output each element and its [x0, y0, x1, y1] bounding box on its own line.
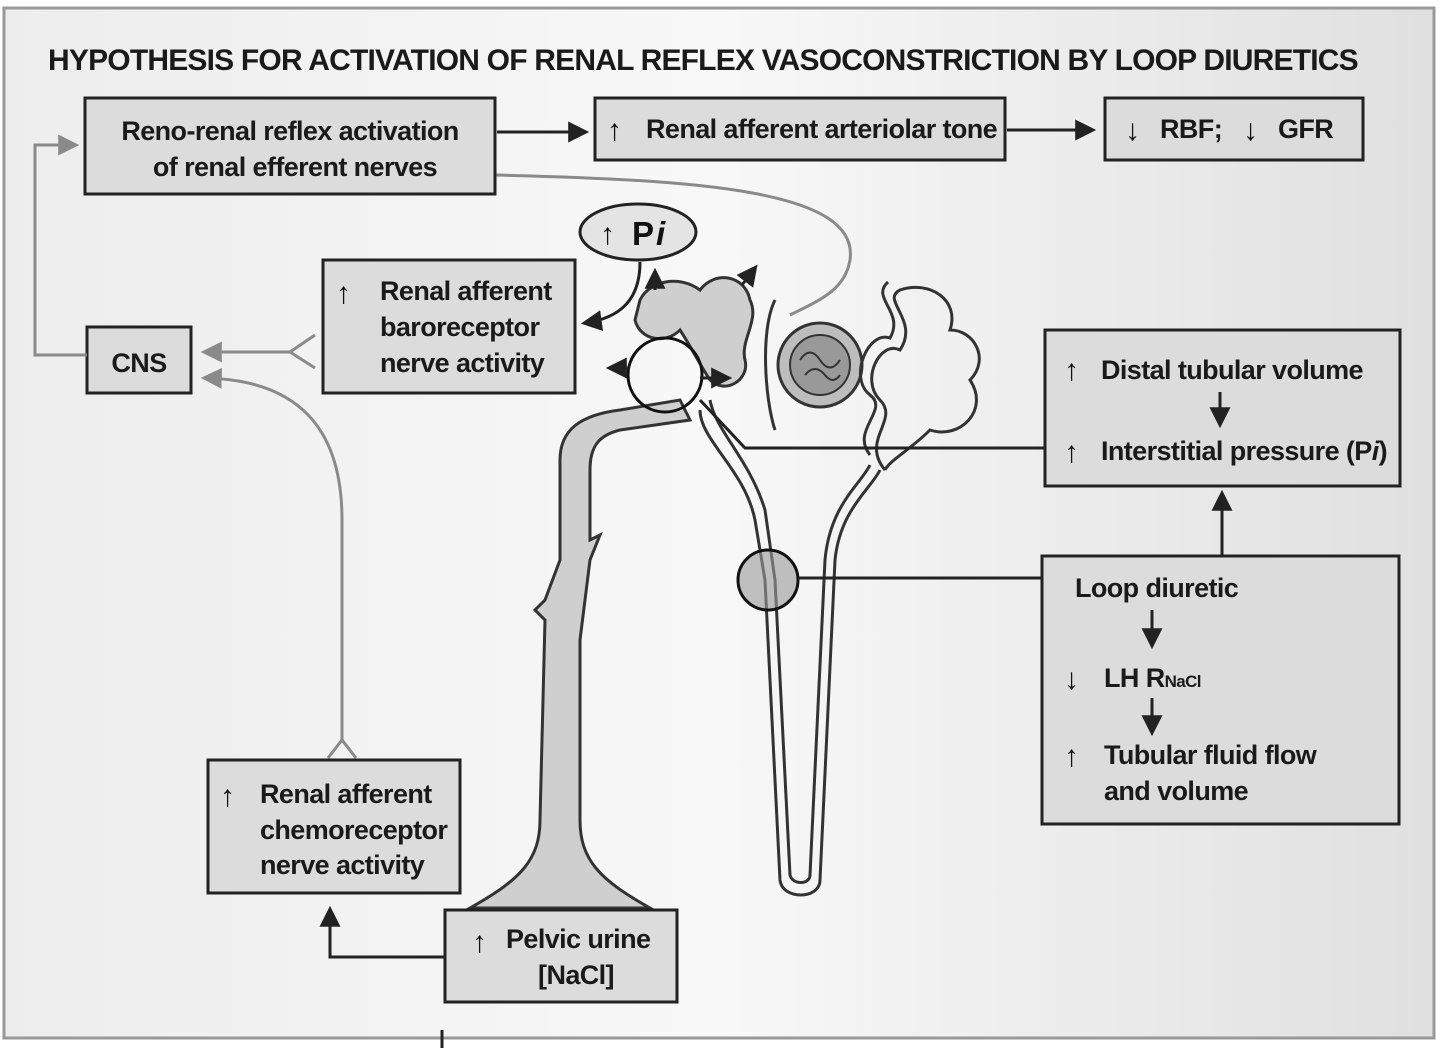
up-arrow-icon: ↑ — [607, 114, 622, 147]
down-arrow-icon: ↓ — [1064, 663, 1079, 696]
chemoreceptor-box: ↑ Renal afferent chemoreceptor nerve act… — [206, 758, 462, 895]
arteriolar-tone-box: ↑ Renal afferent arteriolar tone — [593, 96, 1007, 162]
gfr-text: GFR — [1278, 114, 1333, 144]
baroreceptor-line1: Renal afferent — [380, 276, 552, 306]
up-arrow-icon: ↑ — [1064, 436, 1079, 469]
reflex-line2: of renal efferent nerves — [153, 152, 437, 182]
chemoreceptor-line3: nerve activity — [260, 850, 425, 880]
diagram-title: HYPOTHESIS FOR ACTIVATION OF RENAL REFLE… — [48, 44, 1358, 77]
rbf-gfr-box: ↓ RBF; ↓ GFR — [1103, 96, 1365, 162]
pelvic-urine-box: ↑ Pelvic urine [NaCl] — [443, 908, 679, 1004]
pelvic-line1: Pelvic urine — [506, 924, 651, 954]
distal-pi-italic: i — [1372, 436, 1380, 466]
chemoreceptor-line2: chemoreceptor — [260, 815, 448, 845]
svg-text:Interstitial pressure (Pi): Interstitial pressure (Pi) — [1101, 436, 1387, 466]
up-arrow-icon: ↑ — [472, 926, 487, 959]
up-arrow-icon: ↑ — [336, 277, 351, 310]
arteriolar-text: Renal afferent arteriolar tone — [646, 114, 998, 144]
distal-line2: Interstitial pressure (P — [1101, 436, 1372, 466]
loop-henle-circle — [736, 548, 800, 612]
loop-line1: Loop diuretic — [1075, 573, 1239, 603]
distal-line1: Distal tubular volume — [1101, 355, 1364, 385]
pi-i: i — [656, 215, 666, 252]
loop-nacl-subscript: NaCl — [1165, 672, 1201, 691]
pelvic-line2: [NaCl] — [538, 960, 614, 990]
distal-tubular-box: ↑ Distal tubular volume ↑ Interstitial p… — [1043, 328, 1402, 488]
up-arrow-icon: ↑ — [1064, 740, 1079, 773]
down-arrow-icon: ↓ — [1243, 114, 1258, 147]
loop-line3: Tubular fluid flow — [1104, 740, 1318, 770]
cns-text: CNS — [111, 348, 166, 378]
loop-diuretic-box: Loop diuretic ↓ LH RNaCl ↑ Tubular fluid… — [1040, 554, 1401, 826]
svg-text:LH RNaCl: LH RNaCl — [1104, 663, 1201, 693]
distal-paren: ) — [1379, 436, 1387, 466]
up-arrow-icon: ↑ — [220, 780, 235, 813]
loop-line2: LH R — [1104, 663, 1165, 693]
baroreceptor-box: ↑ Renal afferent baroreceptor nerve acti… — [321, 258, 577, 395]
nephron-illustration — [464, 264, 981, 910]
chemoreceptor-line1: Renal afferent — [260, 779, 432, 809]
interstitial-pressure-ellipse: ↑ P i — [578, 202, 698, 262]
up-arrow-icon: ↑ — [1064, 354, 1079, 387]
rbf-text: RBF; — [1160, 114, 1222, 144]
loop-line4: and volume — [1104, 776, 1249, 806]
reflex-line1: Reno-renal reflex activation — [121, 116, 458, 146]
cns-box: CNS — [85, 325, 193, 395]
reflex-activation-box: Reno-renal reflex activation of renal ef… — [83, 96, 497, 196]
macula-densa-circle — [626, 336, 704, 414]
pi-p: P — [632, 215, 654, 252]
baroreceptor-line2: baroreceptor — [380, 312, 540, 342]
down-arrow-icon: ↓ — [1125, 114, 1140, 147]
baroreceptor-line3: nerve activity — [380, 348, 545, 378]
up-arrow-icon: ↑ — [600, 218, 615, 251]
